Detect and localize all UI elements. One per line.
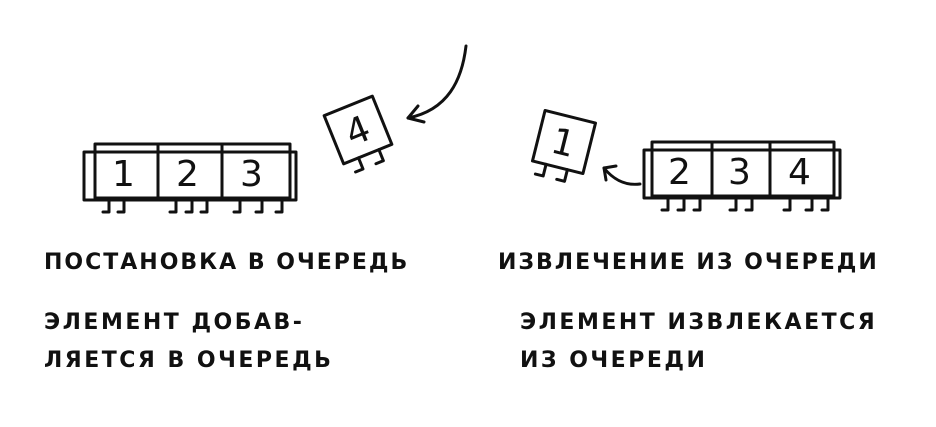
dequeue-description-line1: ЭЛЕМЕНТ ИЗВЛЕКАЕТСЯ	[520, 310, 878, 335]
queue-digit: 3	[728, 152, 751, 193]
dequeue-arrow	[602, 166, 642, 186]
dequeue-title: ИЗВЛЕЧЕНИЕ ИЗ ОЧЕРЕДИ	[498, 250, 879, 275]
queue-box-1	[82, 150, 298, 202]
enqueue-title: ПОСТАНОВКА В ОЧЕРЕДЬ	[44, 250, 410, 275]
outgoing-digit: 1	[547, 121, 579, 166]
queue-digit: 4	[788, 152, 811, 193]
incoming-digit: 4	[340, 108, 377, 155]
incoming-item	[322, 94, 394, 174]
queue-digit: 2	[668, 152, 691, 193]
dequeue-queue	[642, 140, 842, 212]
enqueue-queue	[82, 142, 298, 214]
enqueue-description-line1: ЭЛЕМЕНТ ДОБАВ-	[44, 310, 305, 335]
queue-digit: 2	[176, 154, 199, 195]
outgoing-item	[530, 108, 598, 183]
enqueue-arrow	[406, 44, 468, 120]
dequeue-description-line2: ИЗ ОЧЕРЕДИ	[520, 348, 708, 373]
queue-digit: 3	[240, 154, 263, 195]
enqueue-description-line2: ЛЯЕТСЯ В ОЧЕРЕДЬ	[44, 348, 334, 373]
queue-digit: 1	[112, 154, 135, 195]
